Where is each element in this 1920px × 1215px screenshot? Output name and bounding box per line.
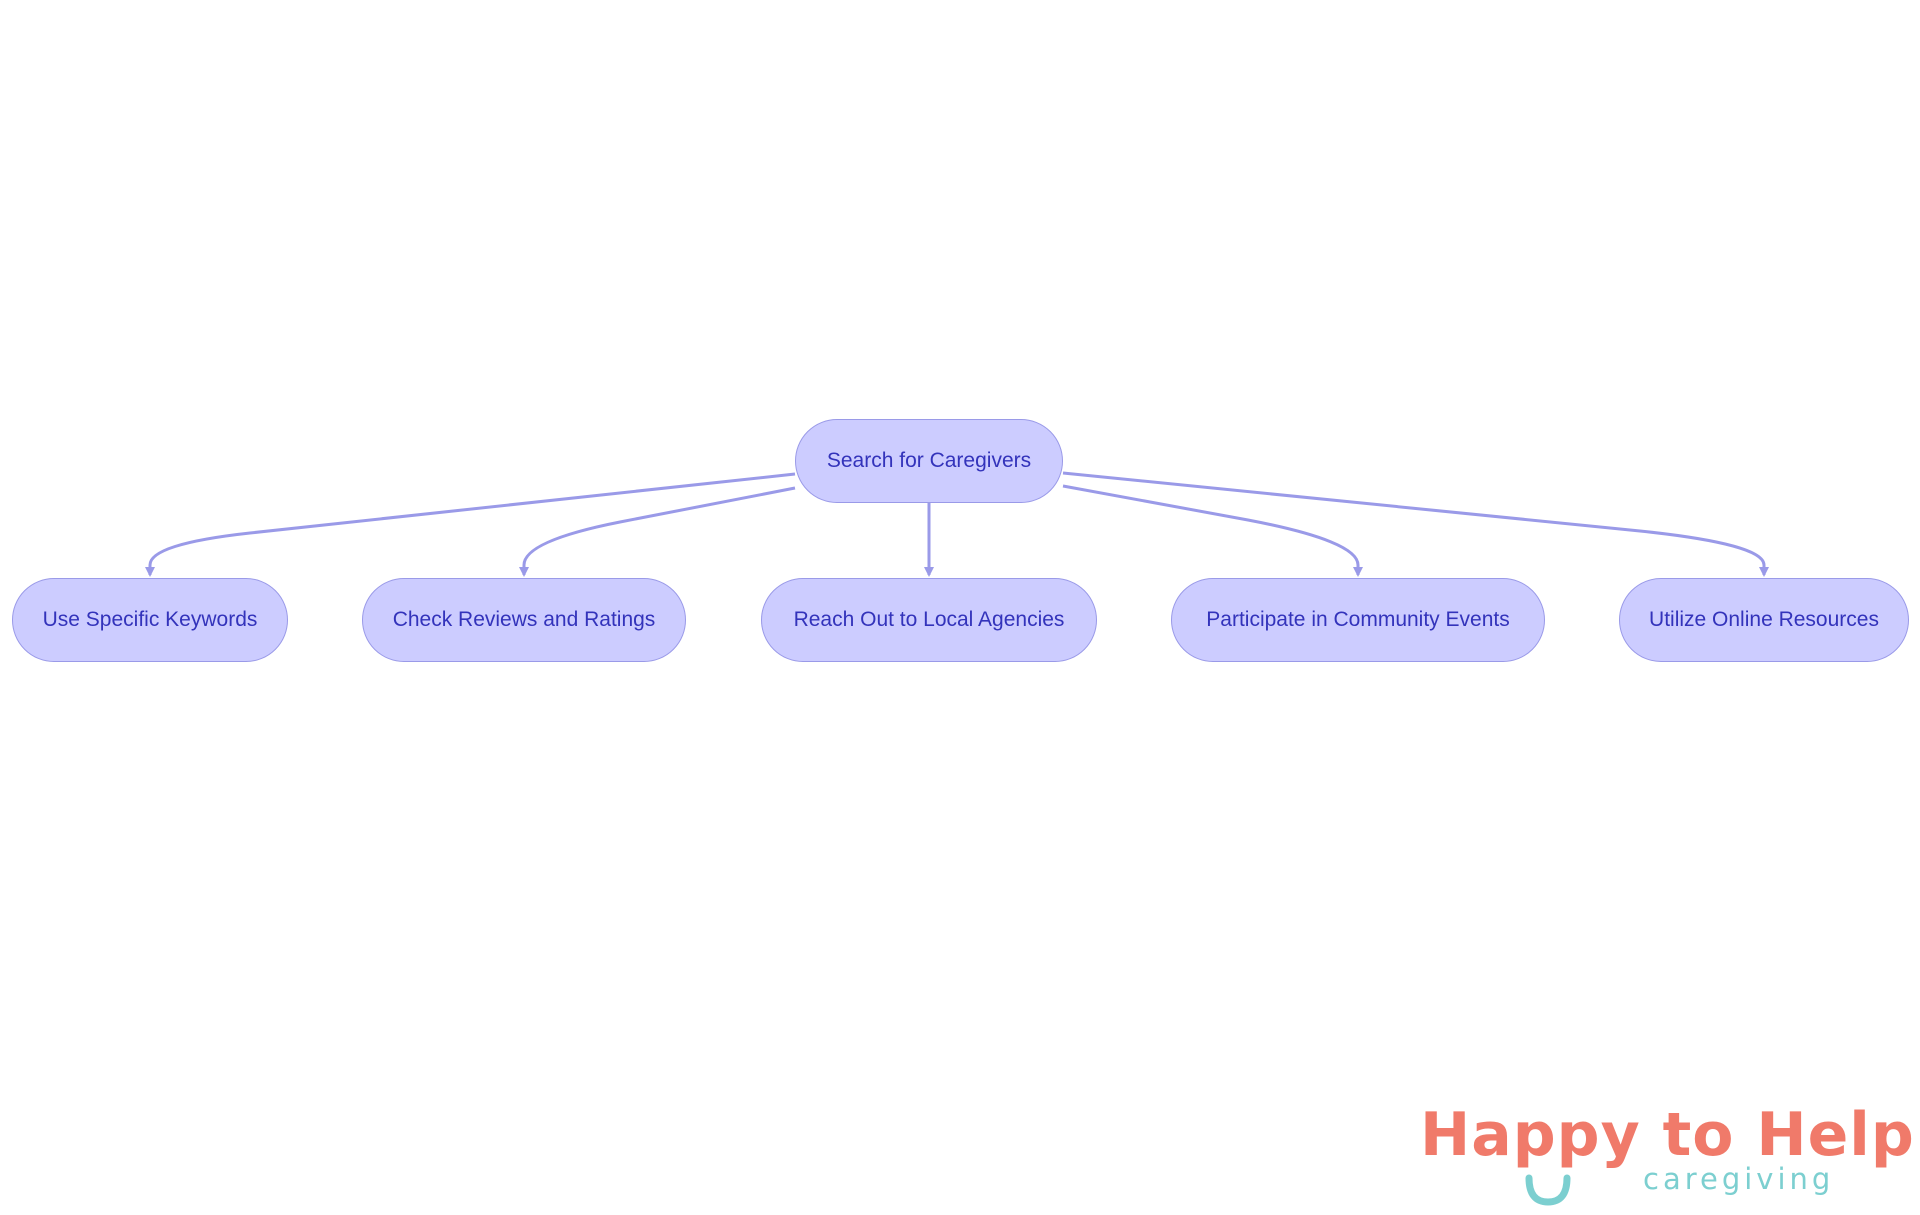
node-utilize-online-resources[interactable]: Utilize Online Resources xyxy=(1619,578,1909,662)
edge-root-to-reviews xyxy=(519,486,796,577)
node-reach-out-to-local-agencies[interactable]: Reach Out to Local Agencies xyxy=(761,578,1097,662)
node-search-for-caregivers[interactable]: Search for Caregivers xyxy=(795,419,1063,503)
edge-root-to-keywords xyxy=(145,472,796,577)
node-label: Reach Out to Local Agencies xyxy=(793,608,1065,631)
happy-to-help-logo: Happy to Help caregiving xyxy=(1410,1100,1914,1210)
node-label: Utilize Online Resources xyxy=(1649,608,1879,631)
node-label: Use Specific Keywords xyxy=(42,608,258,631)
node-label: Check Reviews and Ratings xyxy=(392,608,656,631)
logo-title: Happy to Help xyxy=(1420,1100,1915,1170)
node-participate-in-community-events[interactable]: Participate in Community Events xyxy=(1171,578,1545,662)
node-use-specific-keywords[interactable]: Use Specific Keywords xyxy=(12,578,288,662)
edge-root-to-community xyxy=(1062,484,1363,577)
smile-icon xyxy=(1525,1174,1571,1206)
node-check-reviews-and-ratings[interactable]: Check Reviews and Ratings xyxy=(362,578,686,662)
edge-root-to-online xyxy=(1062,471,1769,577)
logo-subtitle: caregiving xyxy=(1643,1162,1835,1196)
node-label: Participate in Community Events xyxy=(1206,608,1510,631)
node-label: Search for Caregivers xyxy=(826,449,1032,472)
